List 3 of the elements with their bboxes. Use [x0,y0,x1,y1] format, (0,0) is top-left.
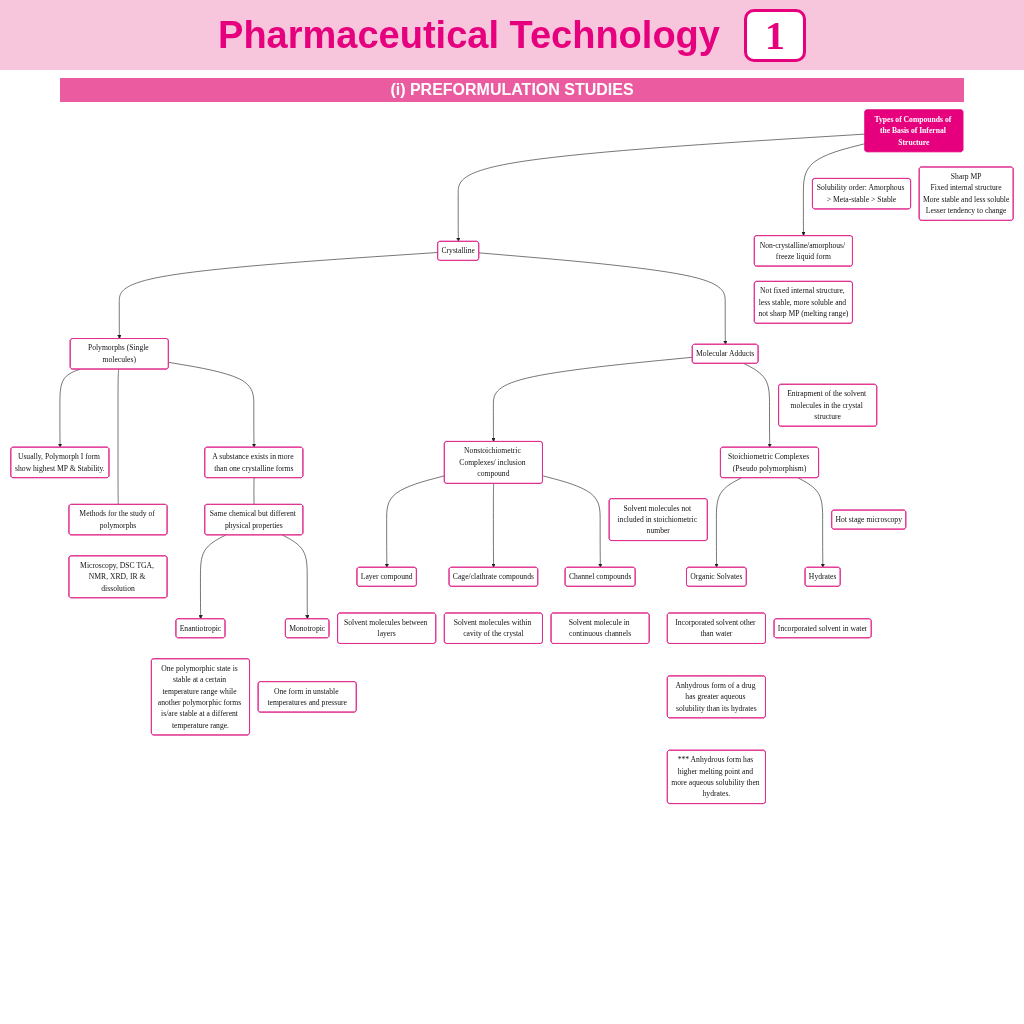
page-title: Pharmaceutical Technology [218,13,720,57]
chapter-number: 1 [743,8,806,62]
section-heading: (i) PREFORMULATION STUDIES [60,78,964,102]
